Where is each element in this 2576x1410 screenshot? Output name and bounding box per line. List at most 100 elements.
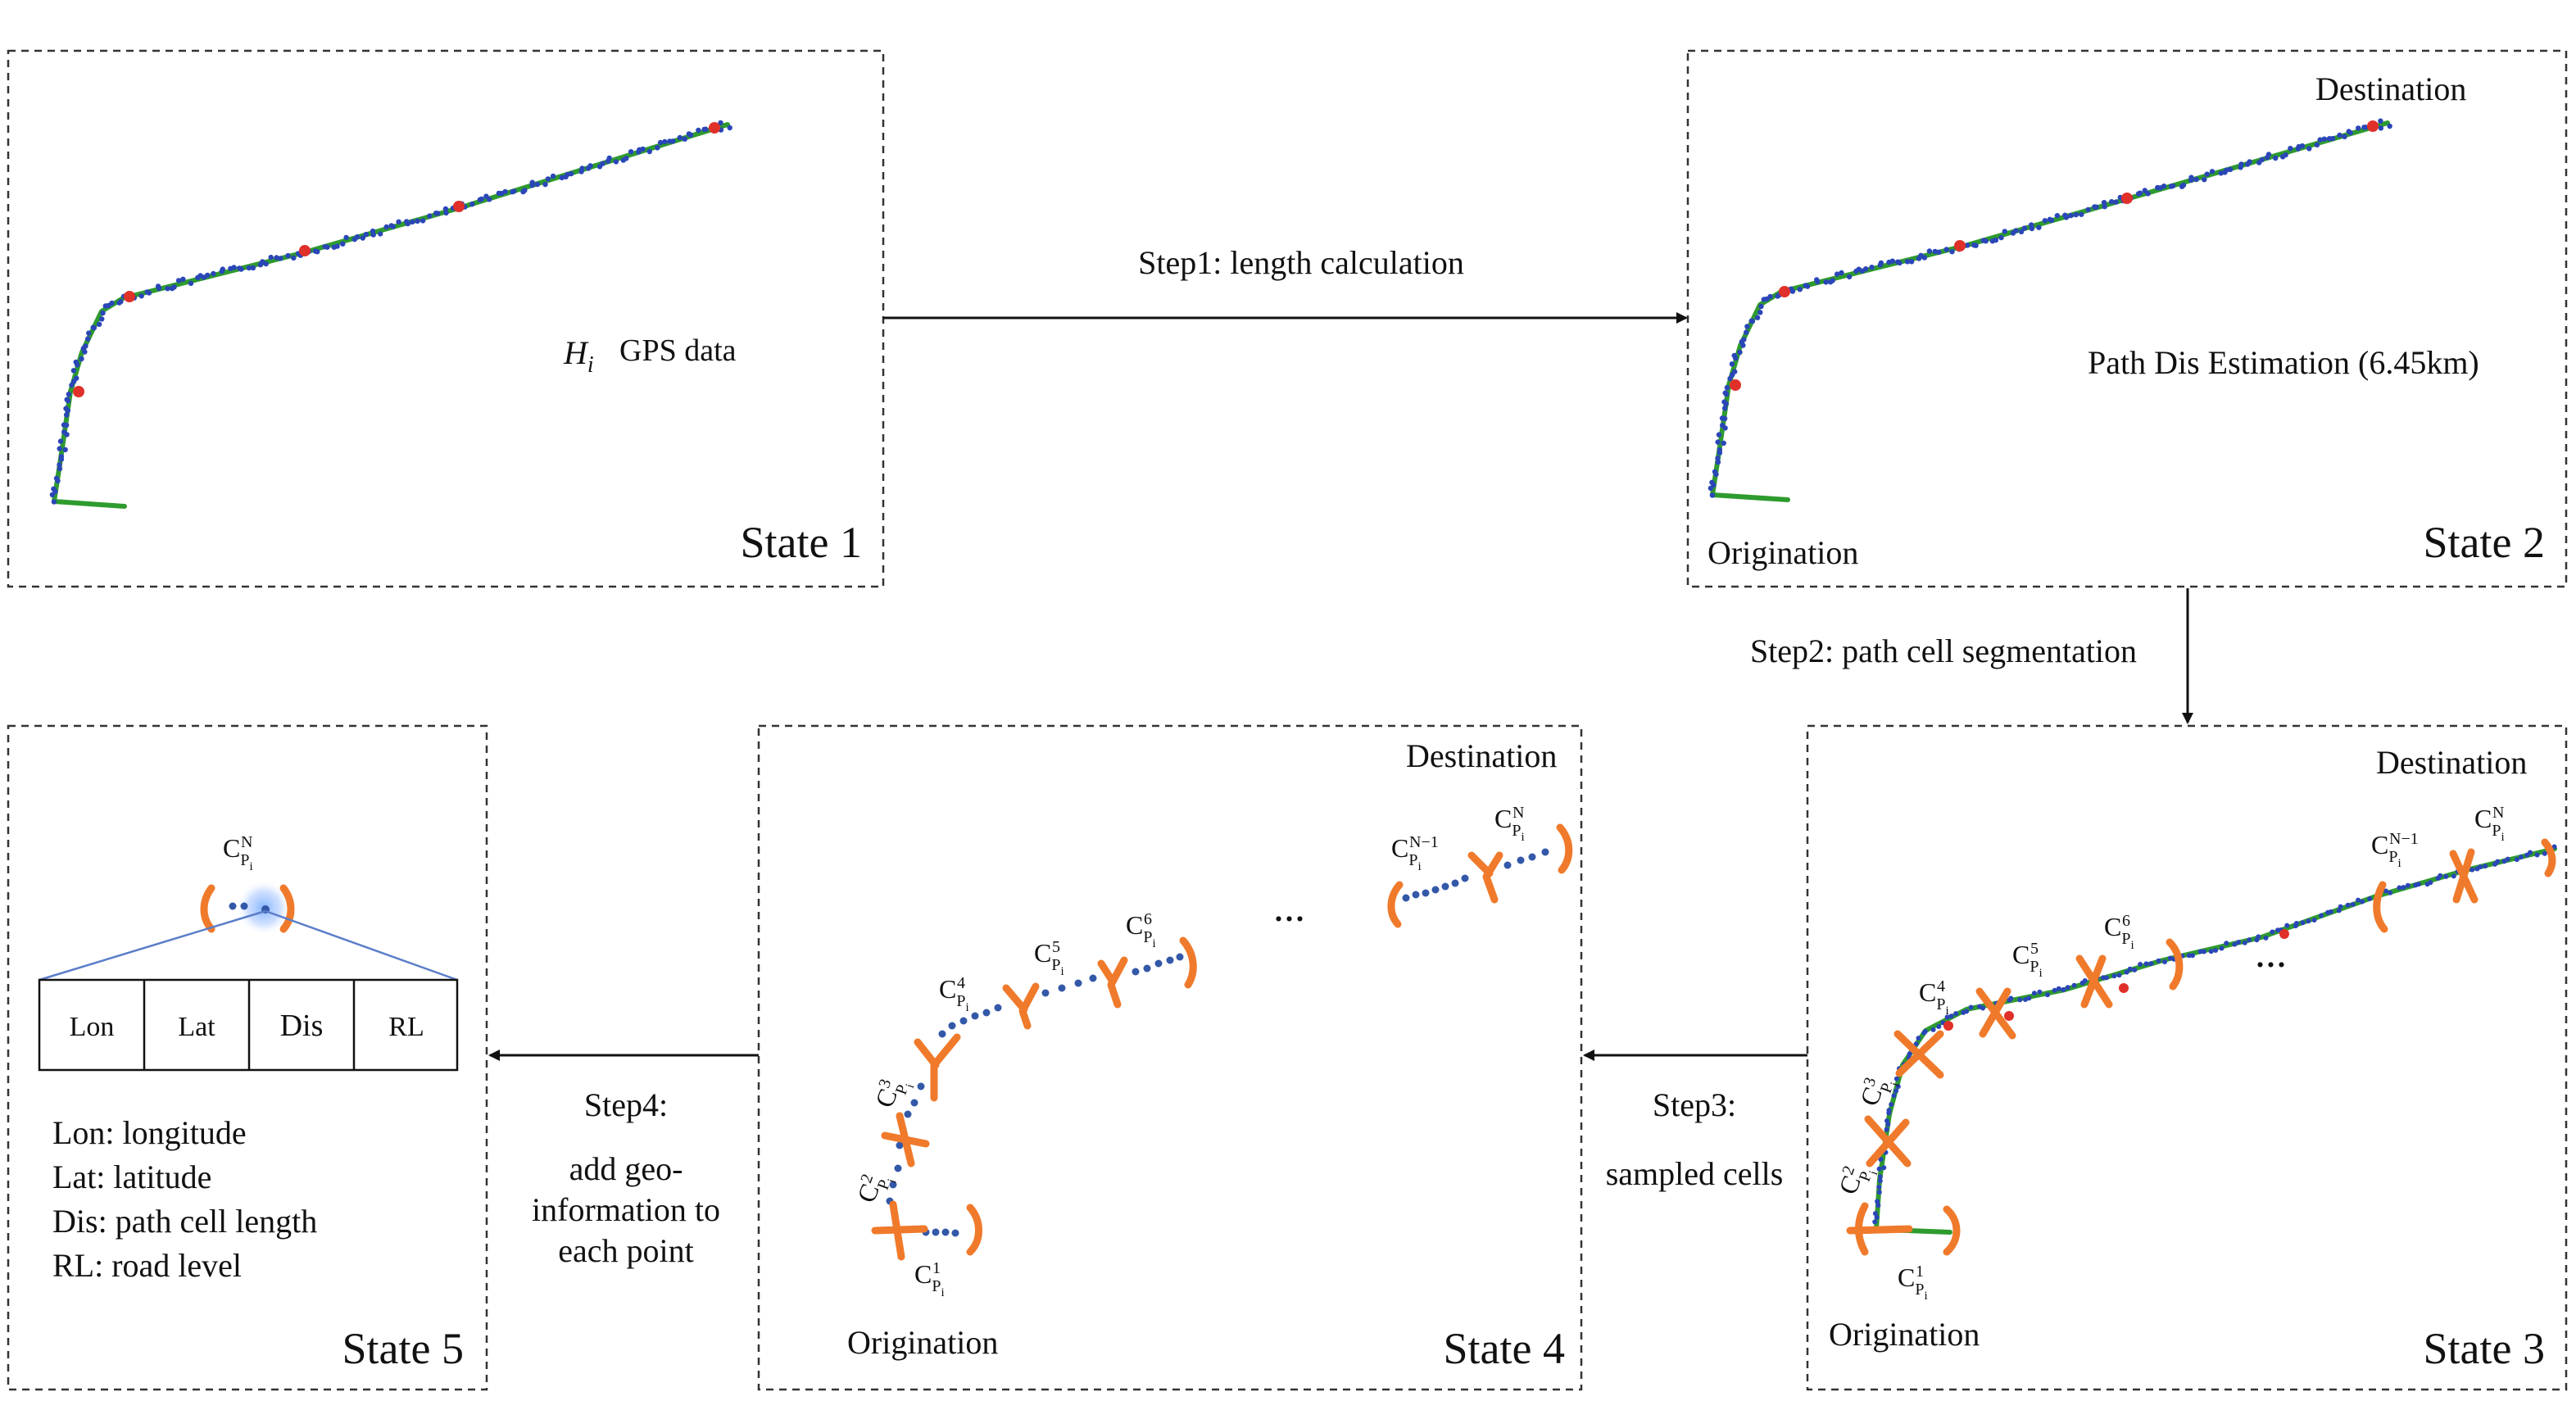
cell-point <box>917 1082 925 1090</box>
gps-point <box>682 136 687 142</box>
gps-point <box>2029 222 2034 228</box>
cell-bracket <box>1097 956 1128 1009</box>
gps-point <box>2068 212 2074 219</box>
gps-point <box>1983 238 1989 244</box>
gps-point <box>1936 249 1942 255</box>
gps-point <box>370 228 376 234</box>
gps-red-marker <box>299 245 311 256</box>
gps-point <box>1878 260 1884 266</box>
gps-point <box>487 197 492 202</box>
state-3-panel: Destination ... CPi 1 <box>1806 724 2568 1391</box>
state-4-border <box>757 724 1583 1391</box>
gps-point <box>2227 166 2234 172</box>
gps-point <box>1998 234 2004 241</box>
state-2-panel: Destination Path Dis Estimation (6.45km)… <box>1686 49 2568 588</box>
gps-point <box>522 188 528 193</box>
state-2-gps-track <box>1708 118 2392 502</box>
gps-point <box>1834 271 1840 277</box>
gps-data-variable: Hi <box>563 334 594 378</box>
cell-label-n: CPi N <box>1494 804 1525 844</box>
gps-point <box>1921 255 1928 261</box>
gps-point <box>1877 1178 1883 1184</box>
gps-point <box>2138 962 2143 967</box>
gps-point <box>85 336 91 342</box>
destination-label: Destination <box>1406 737 1557 774</box>
gps-point <box>2061 987 2066 992</box>
gps-point <box>238 266 244 272</box>
cell-point <box>1154 959 1163 968</box>
gps-red-marker <box>2279 929 2289 939</box>
gps-point <box>1973 243 1979 248</box>
gps-point <box>2202 949 2206 954</box>
gps-point <box>2288 146 2293 152</box>
gps-point <box>2300 920 2306 926</box>
gps-point <box>703 126 709 132</box>
gps-point <box>2528 850 2533 855</box>
gps-point <box>2186 953 2192 959</box>
gps-point <box>2042 218 2048 224</box>
cell-bracket <box>966 1204 982 1256</box>
gps-point <box>2283 152 2288 158</box>
gps-point <box>61 429 67 435</box>
destination-label: Destination <box>2315 70 2466 107</box>
svg-text:CPi: CPi <box>1898 1263 1928 1303</box>
gps-point <box>1720 423 1726 428</box>
cell-bracket <box>914 1033 961 1102</box>
gps-point <box>278 256 283 261</box>
cell-label-1: CPi 1 <box>914 1259 945 1299</box>
cell-bracket <box>1387 881 1404 928</box>
state-1-panel: Hi GPS data State 1 <box>7 49 885 588</box>
state-3-border <box>1806 724 2568 1391</box>
gps-point <box>378 231 383 237</box>
gps-point <box>1709 479 1715 485</box>
gps-point <box>146 290 152 296</box>
gps-point <box>1922 1029 1928 1034</box>
gps-point <box>2218 170 2224 176</box>
gps-point <box>83 343 88 349</box>
gps-point <box>2270 929 2275 935</box>
gps-red-marker <box>1730 379 1741 391</box>
gps-point <box>1789 288 1796 294</box>
gps-red-marker <box>1943 1021 1953 1031</box>
table-header-dis: Dis <box>280 1009 324 1043</box>
gps-point <box>502 188 508 195</box>
gps-point <box>2336 908 2342 914</box>
gps-point <box>420 218 426 224</box>
gps-point <box>628 149 634 155</box>
gps-point <box>2451 873 2456 879</box>
cells-ellipsis: ... <box>2255 930 2287 977</box>
step-3-label: sampled cells <box>1606 1155 1784 1192</box>
gps-point <box>1893 1088 1899 1094</box>
gps-point <box>2018 229 2025 235</box>
gps-point <box>655 145 660 151</box>
gps-point <box>51 499 57 505</box>
cell-bracket <box>279 884 295 933</box>
gps-point <box>57 465 63 472</box>
gps-point <box>1804 283 1811 289</box>
gps-point <box>2062 212 2068 218</box>
gps-point <box>443 210 449 216</box>
gps-point <box>534 181 541 188</box>
gps-point <box>2197 949 2203 954</box>
cell-point <box>1441 882 1449 891</box>
gps-point <box>2156 958 2161 963</box>
gps-point <box>1748 318 1754 324</box>
gps-point <box>1875 1203 1881 1208</box>
gps-point <box>2202 177 2207 183</box>
svg-text:6: 6 <box>2122 912 2130 930</box>
cell-point <box>1451 879 1459 887</box>
svg-text:CPi: CPi <box>2371 830 2401 870</box>
cell-point <box>1143 964 1151 972</box>
gps-point <box>670 138 676 144</box>
state-4-label: State 4 <box>1444 1324 1565 1373</box>
cell-point <box>1132 968 1140 976</box>
gps-point <box>2469 867 2475 873</box>
gps-point <box>2345 902 2351 908</box>
cell-bracket <box>1943 1205 1961 1256</box>
gps-point <box>2415 882 2421 887</box>
gps-point <box>550 173 556 179</box>
state-5-label: State 5 <box>342 1324 464 1373</box>
step-3: Step3: sampled cells <box>1583 1050 1807 1192</box>
gps-point <box>2518 855 2524 860</box>
gps-point <box>175 278 182 283</box>
